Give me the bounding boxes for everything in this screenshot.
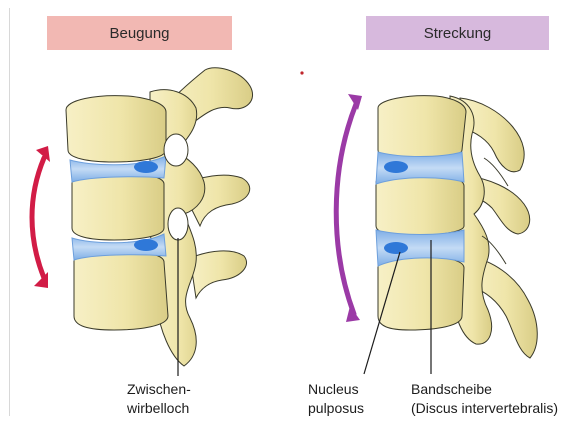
spinous-process-low (190, 251, 247, 298)
flexion-spine (66, 68, 253, 366)
vertebral-body-mid (72, 171, 164, 240)
caption-zwischenwirbelloch-line2: wirbelloch (127, 399, 191, 418)
vertebral-body-mid-r (376, 173, 464, 236)
nucleus-pulposus-low-r (384, 242, 408, 254)
caption-bandscheibe-line1: Bandscheibe (411, 380, 558, 399)
vertebral-body-top-r (378, 96, 466, 160)
nucleus-pulposus-low (134, 239, 158, 251)
caption-bandscheibe-line2: (Discus intervertebralis) (411, 399, 558, 418)
caption-bandscheibe: Bandscheibe (Discus intervertebralis) (411, 380, 558, 418)
caption-nucleus-line1: Nucleus (308, 380, 364, 399)
foramen-upper (164, 134, 188, 166)
caption-zwischenwirbelloch-line1: Zwischen- (127, 380, 191, 399)
nucleus-pulposus-top-r (384, 161, 408, 173)
vertebral-body-top (66, 96, 166, 162)
extension-arrow-icon (336, 94, 362, 322)
vertebral-body-low-r (378, 255, 464, 330)
foramen-lower (168, 208, 188, 240)
vertebral-body-low (74, 249, 168, 330)
caption-zwischenwirbelloch: Zwischen- wirbelloch (127, 380, 191, 418)
stray-dot (300, 71, 303, 74)
flexion-arrow-icon (32, 146, 50, 288)
nucleus-pulposus-top (134, 161, 158, 173)
extension-spine (376, 96, 537, 358)
caption-nucleus-pulposus: Nucleus pulposus (308, 380, 364, 418)
caption-nucleus-line2: pulposus (308, 399, 364, 418)
